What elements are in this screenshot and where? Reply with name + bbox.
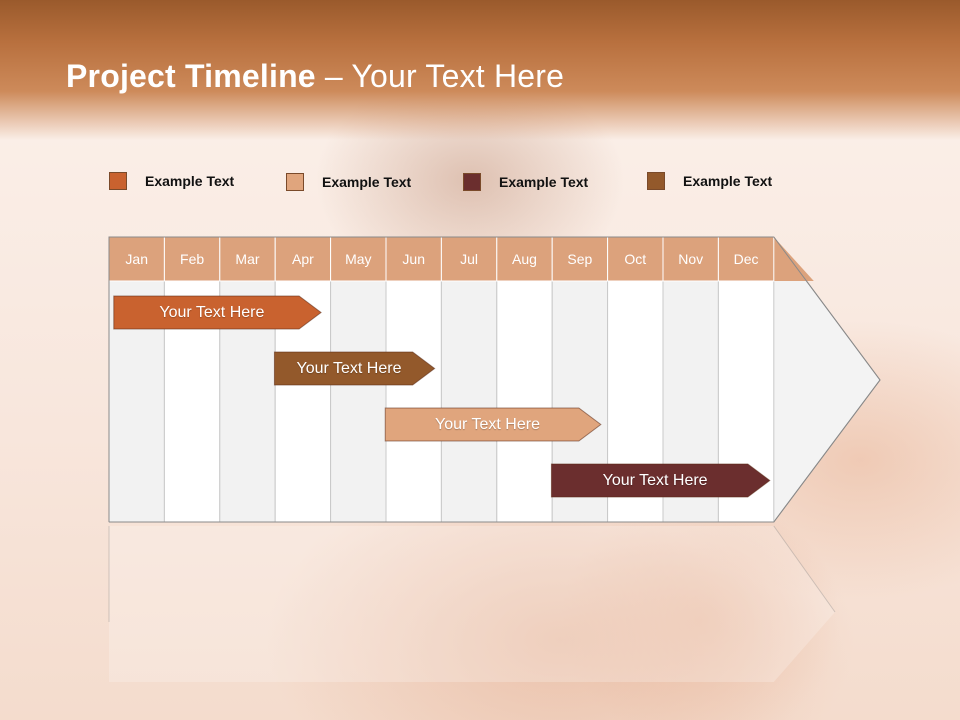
month-header-mar bbox=[219, 236, 276, 282]
month-column-jun bbox=[385, 280, 442, 523]
month-label-jun: Jun bbox=[402, 251, 425, 267]
month-column-may bbox=[330, 280, 387, 523]
task-label-1[interactable]: Your Text Here bbox=[159, 304, 265, 321]
slide-title[interactable]: Project Timeline – Your Text Here bbox=[66, 58, 564, 95]
legend-label-2: Example Text bbox=[322, 174, 412, 190]
legend-label-3: Example Text bbox=[499, 174, 589, 190]
month-label-may: May bbox=[345, 251, 372, 267]
title-bold: Project Timeline bbox=[66, 58, 316, 94]
legend-swatch-3 bbox=[463, 173, 481, 191]
month-label-oct: Oct bbox=[624, 251, 647, 267]
chart-reflection bbox=[109, 526, 835, 682]
month-header-oct bbox=[607, 236, 664, 282]
month-label-nov: Nov bbox=[678, 251, 704, 267]
task-bar-1 bbox=[113, 295, 322, 330]
task-bar-4 bbox=[550, 463, 771, 498]
header-band bbox=[0, 0, 960, 140]
month-column-aug bbox=[496, 280, 553, 523]
reflection-edge-diag bbox=[773, 525, 836, 613]
task-bar-2 bbox=[273, 351, 436, 386]
legend-item-3: Example Text bbox=[463, 171, 588, 193]
month-label-sep: Sep bbox=[567, 251, 593, 267]
legend-swatch-4 bbox=[647, 172, 665, 190]
month-header-jun bbox=[385, 236, 442, 282]
arrow-header-corner bbox=[773, 237, 814, 281]
month-header-may bbox=[330, 236, 387, 282]
task-label-4[interactable]: Your Text Here bbox=[602, 472, 708, 489]
task-bar-3 bbox=[384, 407, 602, 442]
task-label-2[interactable]: Your Text Here bbox=[296, 360, 402, 377]
legend-item-1: Example Text bbox=[109, 170, 234, 192]
title-rest: – Your Text Here bbox=[315, 58, 565, 94]
month-label-mar: Mar bbox=[235, 251, 260, 267]
legend-item-2: Example Text bbox=[286, 171, 411, 193]
month-label-apr: Apr bbox=[291, 251, 314, 267]
month-column-jul bbox=[440, 280, 498, 523]
month-label-jul: Jul bbox=[460, 251, 479, 267]
month-label-dec: Dec bbox=[733, 251, 759, 267]
legend-swatch-1 bbox=[109, 172, 127, 190]
legend-label-1: Example Text bbox=[145, 173, 235, 189]
month-header-aug bbox=[496, 236, 553, 282]
month-label-jan: Jan bbox=[125, 251, 148, 267]
month-label-aug: Aug bbox=[512, 251, 537, 267]
month-header-dec bbox=[717, 236, 775, 282]
task-label-3[interactable]: Your Text Here bbox=[435, 416, 540, 433]
month-label-feb: Feb bbox=[180, 251, 205, 267]
month-header-apr bbox=[274, 236, 332, 282]
timeline-arrow-outline bbox=[108, 236, 881, 523]
month-header-jan bbox=[108, 236, 165, 282]
legend-swatch-2 bbox=[286, 173, 304, 191]
month-header-nov bbox=[662, 236, 719, 282]
month-header-jul bbox=[440, 236, 498, 282]
legend-label-4: Example Text bbox=[683, 173, 773, 189]
legend-item-4: Example Text bbox=[647, 170, 772, 192]
month-header-sep bbox=[551, 236, 609, 282]
